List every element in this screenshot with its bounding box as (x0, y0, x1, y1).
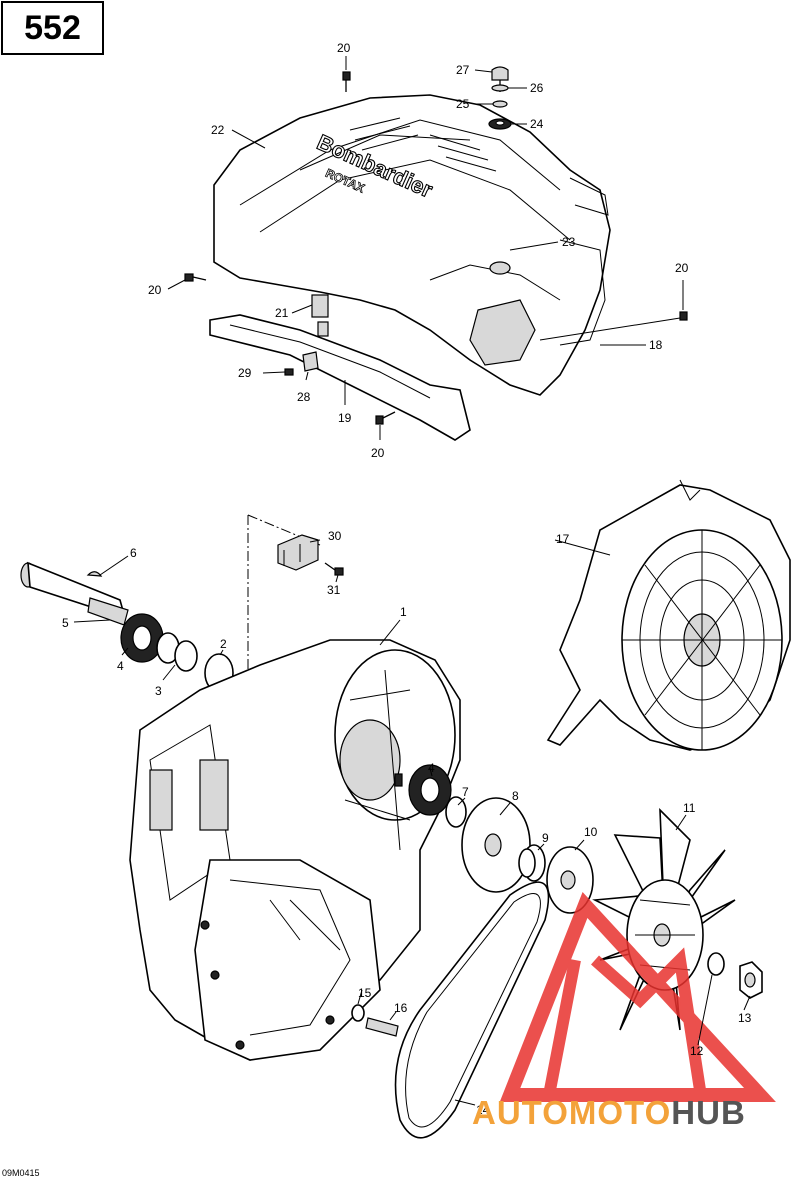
bolt-16 (365, 1017, 399, 1037)
callout-7: 7 (462, 785, 469, 799)
callout-16: 16 (394, 1001, 408, 1015)
callout-28: 28 (297, 390, 311, 404)
page-number: 552 (24, 8, 81, 47)
callout-numbers: 20 27 26 25 24 22 23 20 20 21 18 29 28 1… (62, 41, 752, 1117)
drive-belt (394, 881, 550, 1139)
callout-22: 22 (211, 123, 225, 137)
callout-25: 25 (456, 97, 470, 111)
callout-14: 14 (476, 1103, 490, 1117)
callout-5: 5 (62, 616, 69, 630)
callout-2: 2 (220, 637, 227, 651)
callout-13: 13 (738, 1011, 752, 1025)
callout-24: 24 (530, 117, 544, 131)
callout-3: 3 (155, 684, 162, 698)
watermark-text: AUTOMOTOHUB (472, 1094, 746, 1132)
callout-21: 21 (275, 306, 289, 320)
rail-clip-small (317, 321, 329, 337)
callout-1: 1 (400, 605, 407, 619)
callout-8: 8 (512, 789, 519, 803)
callout-20: 20 (675, 261, 689, 275)
callout-30: 30 (328, 529, 342, 543)
callout-26: 26 (530, 81, 544, 95)
callout-4: 4 (117, 659, 124, 673)
fan-shroud (546, 479, 791, 751)
knob-27 (491, 66, 509, 81)
callout-20: 20 (337, 41, 351, 55)
callout-15: 15 (358, 986, 372, 1000)
callout-20: 20 (371, 446, 385, 460)
shaft-key (86, 571, 103, 577)
watermark-text-hub: HUB (671, 1094, 746, 1131)
callout-4: 4 (428, 761, 435, 775)
drawing-code: 09M0415 (2, 1168, 40, 1178)
callout-27: 27 (456, 63, 470, 77)
callout-12: 12 (690, 1044, 704, 1058)
callout-29: 29 (238, 366, 252, 380)
page-number-box: 552 (1, 1, 104, 55)
callout-6: 6 (130, 546, 137, 560)
engine-cover-assembly (209, 94, 611, 441)
callout-10: 10 (584, 825, 598, 839)
callout-20: 20 (148, 283, 162, 297)
fan-washer-12 (707, 952, 725, 976)
watermark-text-automoto: AUTOMOTO (472, 1094, 672, 1131)
cover-side-window (469, 299, 536, 366)
callout-18: 18 (649, 338, 663, 352)
washer-15 (351, 1004, 365, 1022)
cover-fasteners (184, 66, 688, 425)
bracket-28 (302, 351, 319, 372)
cover-cap-hole (489, 261, 511, 275)
rail-clip (311, 294, 329, 318)
clip-30-and-screw-31 (277, 534, 344, 576)
callout-23: 23 (562, 235, 576, 249)
callout-31: 31 (327, 583, 341, 597)
cover-support-rail (209, 314, 471, 441)
callout-9: 9 (542, 831, 549, 845)
callout-11: 11 (683, 801, 696, 815)
watermark-logo (499, 892, 776, 1102)
cooling-fan (592, 807, 736, 1031)
callout-17: 17 (556, 532, 570, 546)
leader-lines (73, 56, 751, 1106)
spacer-ring-b (174, 640, 198, 672)
fan-housing (129, 639, 461, 1061)
callout-19: 19 (338, 411, 352, 425)
washer-7 (445, 796, 467, 828)
